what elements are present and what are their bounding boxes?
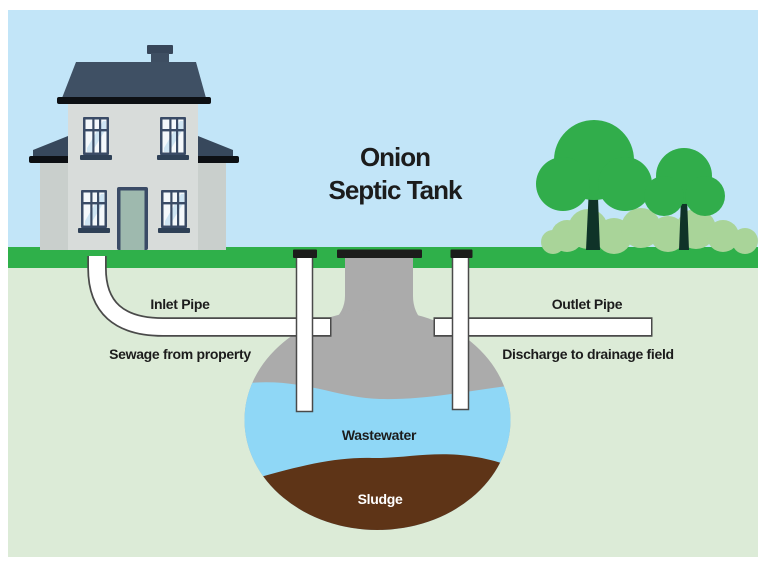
wastewater-label: Wastewater <box>342 427 417 443</box>
outlet-pipe-label: Outlet Pipe <box>552 296 623 312</box>
outlet-description-label: Discharge to drainage field <box>502 346 674 362</box>
tree-large-canopy <box>536 120 652 211</box>
window-upper-left <box>80 117 112 160</box>
front-door <box>117 187 148 250</box>
title-line-2: Septic Tank <box>328 175 463 205</box>
main-roof <box>62 62 206 98</box>
right-wing-eave <box>195 156 239 163</box>
chimney-cap <box>147 45 173 54</box>
inlet-pipe-cap <box>293 249 317 258</box>
left-wing-wall <box>40 160 68 250</box>
inlet-pipe-run <box>89 256 330 335</box>
right-wing-roof <box>198 136 233 158</box>
tank-lid <box>337 249 422 258</box>
left-wing-eave <box>29 156 73 163</box>
window-lower-left <box>78 190 110 233</box>
inlet-riser-pipe <box>295 251 314 413</box>
left-wing-roof <box>33 136 68 158</box>
annotations: Inlet Pipe Sewage from property Outlet P… <box>109 296 674 507</box>
window-lower-right <box>158 190 190 233</box>
right-wing-wall <box>198 160 226 250</box>
diagram-title: Onion Septic Tank <box>328 142 464 205</box>
inlet-description-label: Sewage from property <box>109 346 251 362</box>
tree-small <box>644 148 725 250</box>
tree-small-canopy <box>644 148 725 216</box>
main-roof-eave <box>57 97 211 104</box>
house <box>29 45 239 250</box>
surface-covers <box>293 249 473 258</box>
pipes <box>87 251 653 413</box>
chimney <box>151 53 169 64</box>
tree-large <box>536 120 652 250</box>
outlet-riser-pipe <box>451 251 470 411</box>
sludge-label: Sludge <box>358 491 403 507</box>
window-upper-right <box>157 117 189 160</box>
title-line-1: Onion <box>360 142 430 172</box>
inlet-pipe-label: Inlet Pipe <box>150 296 210 312</box>
outlet-pipe-cap <box>450 249 473 258</box>
